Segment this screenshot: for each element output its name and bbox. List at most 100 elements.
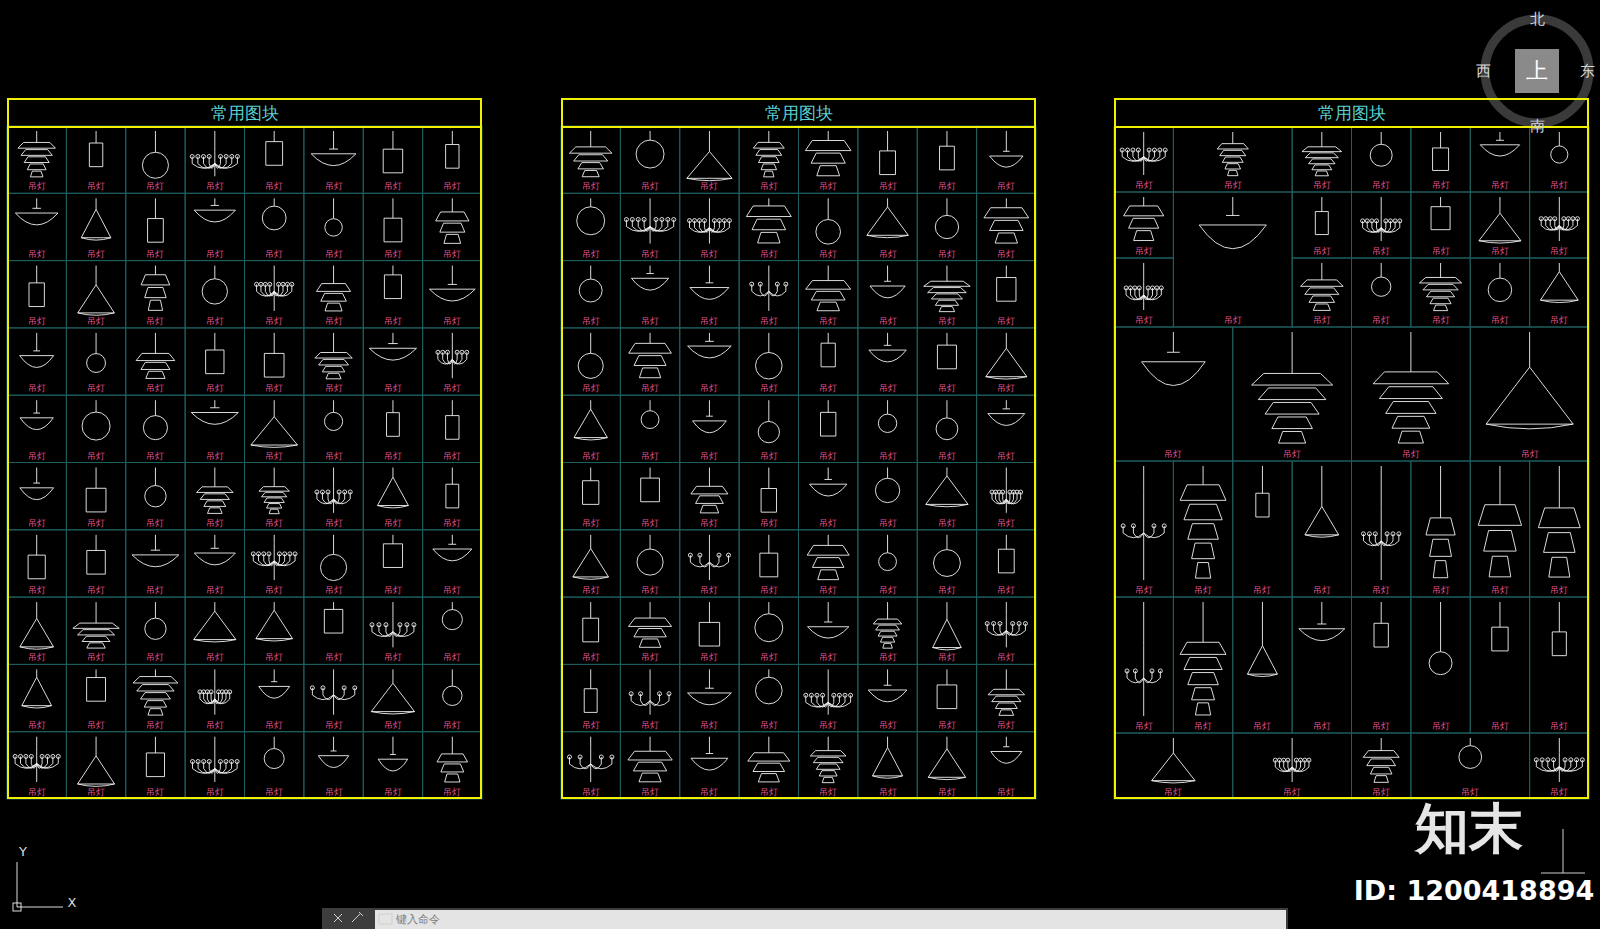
grid-cell (799, 664, 858, 731)
grid-cell (7, 597, 66, 664)
chandelier-symbol (574, 400, 607, 440)
chandelier-symbol (29, 266, 44, 307)
cell-label: 吊灯 (1253, 720, 1271, 733)
cell-label: 吊灯 (938, 180, 956, 193)
cell-label: 吊灯 (879, 584, 897, 597)
chandelier-symbol (688, 535, 730, 580)
chandelier-symbol (311, 131, 356, 166)
chandelier-symbol (873, 602, 901, 648)
chandelier-symbol (446, 468, 459, 508)
chandelier-symbol (760, 535, 778, 577)
grid-cell (561, 193, 620, 260)
cell-label: 吊灯 (146, 584, 164, 597)
chandelier-symbol (693, 400, 727, 433)
grid-cell (423, 463, 482, 530)
chandelier-symbol (808, 602, 849, 638)
grid-cell (304, 664, 363, 731)
cell-label: 吊灯 (87, 786, 105, 799)
chandelier-symbol (928, 737, 965, 780)
cell-label: 吊灯 (700, 382, 718, 395)
chandelier-symbol (264, 333, 284, 377)
grid-cell (1530, 733, 1589, 799)
cell-label: 吊灯 (146, 516, 164, 529)
cell-label: 吊灯 (1194, 584, 1212, 597)
grid-cell (977, 664, 1036, 731)
grid-cell (680, 463, 739, 530)
cell-label: 吊灯 (265, 382, 283, 395)
chandelier-symbol (325, 198, 342, 236)
grid-cell (126, 261, 185, 328)
chandelier-symbol (870, 266, 905, 298)
chandelier-symbol (937, 333, 956, 369)
cell-label: 吊灯 (325, 449, 343, 462)
grid-cell (126, 193, 185, 260)
grid-cell (739, 395, 798, 462)
cell-label: 吊灯 (819, 247, 837, 260)
grid-cell (739, 126, 798, 193)
grid-cell (561, 261, 620, 328)
grid-cell (739, 193, 798, 260)
cell-label: 吊灯 (325, 516, 343, 529)
cell-label: 吊灯 (700, 718, 718, 731)
cell-label: 吊灯 (938, 382, 956, 395)
cell-label: 吊灯 (760, 584, 778, 597)
grid-cell (185, 193, 244, 260)
chandelier-symbol (1492, 602, 1508, 651)
grid-cell (620, 463, 679, 530)
grid-cell (858, 463, 917, 530)
cell-label: 吊灯 (1550, 314, 1568, 327)
chandelier-symbol (378, 737, 408, 771)
chandelier-symbol (1363, 738, 1399, 782)
cell-label: 吊灯 (700, 584, 718, 597)
grid-cell (185, 126, 244, 193)
cell-label: 吊灯 (28, 449, 46, 462)
cell-label: 吊灯 (582, 651, 600, 664)
chandelier-symbol (1370, 132, 1392, 166)
cell-label: 吊灯 (1521, 448, 1539, 461)
cell-label: 吊灯 (641, 651, 659, 664)
cell-label: 吊灯 (206, 449, 224, 462)
cell-label: 吊灯 (206, 584, 224, 597)
grid-cell (1352, 461, 1411, 597)
grid-cell (66, 664, 125, 731)
cell-label: 吊灯 (384, 247, 402, 260)
chandelier-symbol (1361, 197, 1402, 241)
chandelier-symbol (878, 400, 896, 432)
chandelier-symbol (691, 737, 728, 770)
grid-cell (185, 395, 244, 462)
chandelier-symbol (1429, 602, 1452, 675)
grid-cell (304, 395, 363, 462)
chandelier-symbol (446, 400, 459, 439)
cell-label: 吊灯 (641, 180, 659, 193)
grid-cell (245, 328, 304, 395)
grid-cell (7, 530, 66, 597)
grid-cell (423, 530, 482, 597)
cell-label: 吊灯 (1432, 179, 1450, 192)
chandelier-symbol (89, 131, 102, 167)
grid-cell (799, 395, 858, 462)
cell-label: 吊灯 (938, 247, 956, 260)
grid-cell (126, 328, 185, 395)
grid-cell (680, 597, 739, 664)
cell-label: 吊灯 (87, 651, 105, 664)
chandelier-symbol (761, 468, 776, 513)
cell-label: 吊灯 (384, 449, 402, 462)
grid-cell (363, 328, 422, 395)
chandelier-symbol (875, 468, 899, 503)
grid-cell (799, 732, 858, 799)
cell-label: 吊灯 (997, 449, 1015, 462)
cell-label: 吊灯 (87, 584, 105, 597)
chandelier-symbol (867, 198, 908, 237)
cell-label: 吊灯 (443, 718, 461, 731)
chandelier-symbol (1120, 132, 1167, 175)
grid-cell (799, 193, 858, 260)
cell-label: 吊灯 (443, 382, 461, 395)
chandelier-symbol (78, 266, 115, 316)
grid-cell (1114, 327, 1233, 461)
grid-cell (7, 732, 66, 799)
chandelier-symbol (1540, 263, 1578, 303)
cell-label: 吊灯 (28, 718, 46, 731)
cell-label: 吊灯 (819, 718, 837, 731)
cell-label: 吊灯 (146, 180, 164, 193)
